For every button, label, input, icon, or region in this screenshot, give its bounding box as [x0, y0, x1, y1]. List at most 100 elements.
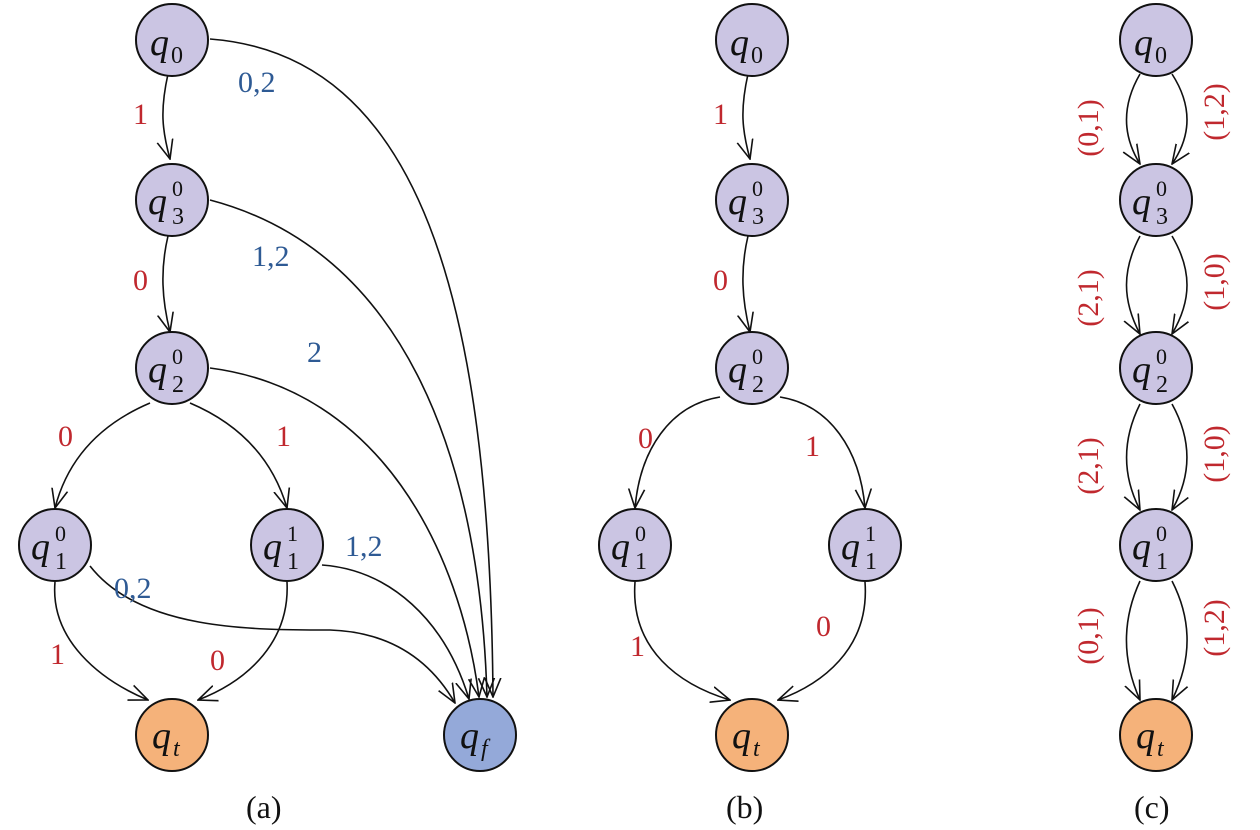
svg-text:0: 0 — [1156, 521, 1167, 546]
svg-text:2: 2 — [172, 372, 184, 398]
label-c-q30-q20-right: (1,0) — [1198, 253, 1231, 310]
node-a-qf: qf — [443, 698, 517, 772]
edge-b-q30-q20 — [743, 235, 750, 332]
label-b-q30-q20: 0 — [713, 264, 728, 297]
label-a-q11-qt: 0 — [210, 644, 225, 677]
svg-text:qf: qf — [460, 715, 491, 762]
svg-text:q: q — [1132, 349, 1151, 391]
svg-text:qt: qt — [152, 715, 181, 762]
svg-text:3: 3 — [752, 204, 764, 230]
panel-b: q0 q 0 3 q 0 2 q 0 1 q 1 1 qt — [598, 3, 902, 825]
node-b-q30: q 0 3 — [715, 163, 789, 237]
caption-a: (a) — [246, 789, 282, 825]
label-a-q11-qf: 1,2 — [345, 530, 383, 563]
edge-a-q20-q10 — [55, 402, 151, 508]
svg-text:q: q — [728, 349, 747, 391]
node-b-q10: q 0 1 — [598, 508, 672, 582]
label-c-q30-q20-left: (2,1) — [1072, 269, 1105, 326]
node-a-q10: q 0 1 — [18, 508, 92, 582]
svg-text:3: 3 — [1156, 204, 1168, 230]
node-c-q0: q0 — [1119, 3, 1193, 77]
svg-text:q: q — [841, 526, 860, 568]
label-c-q10-qt-left: (0,1) — [1072, 607, 1105, 664]
label-a-q10-qt: 1 — [50, 638, 65, 671]
label-b-q10-qt: 1 — [630, 630, 645, 663]
svg-text:1: 1 — [55, 549, 67, 575]
label-b-q20-q11: 1 — [805, 430, 820, 463]
label-c-q0-q30-left: (0,1) — [1072, 99, 1105, 156]
panel-c: q0 q 0 3 q 0 2 q 0 1 qt (0,1) (1,2) (2,1… — [1072, 3, 1231, 825]
edge-a-q11-qt — [198, 581, 288, 700]
svg-text:0: 0 — [1156, 176, 1167, 201]
edge-c-q20-q10-right — [1172, 403, 1187, 510]
edge-c-q20-q10-left — [1127, 403, 1141, 510]
node-b-q11: q 1 1 — [828, 508, 902, 582]
caption-b: (b) — [726, 789, 763, 825]
label-b-q11-qt: 0 — [816, 610, 831, 643]
svg-text:q: q — [1132, 181, 1151, 223]
svg-text:qt: qt — [1136, 715, 1165, 762]
svg-text:qt: qt — [732, 715, 761, 762]
node-c-qt: qt — [1119, 698, 1193, 772]
svg-text:1: 1 — [287, 521, 298, 546]
node-b-q20: q 0 2 — [715, 331, 789, 405]
edge-a-q30-q20 — [163, 235, 170, 332]
edge-c-q30-q20-right — [1172, 235, 1187, 334]
node-a-q20: q 0 2 — [135, 331, 209, 405]
svg-text:0: 0 — [1156, 344, 1167, 369]
label-a-q0-q30: 1 — [133, 98, 148, 131]
label-a-q10-qf: 0,2 — [114, 572, 152, 605]
svg-text:1: 1 — [287, 549, 299, 575]
edge-a-q11-qf — [321, 564, 469, 699]
svg-text:1: 1 — [1156, 549, 1168, 575]
svg-text:0: 0 — [752, 344, 763, 369]
node-b-q0: q0 — [715, 3, 789, 77]
svg-text:0: 0 — [172, 344, 183, 369]
svg-text:q0: q0 — [150, 22, 183, 69]
edge-a-q10-qt — [53, 581, 148, 700]
edge-c-q0-q30-right — [1172, 73, 1187, 164]
svg-text:q0: q0 — [1134, 22, 1167, 69]
label-a-q30-qf: 1,2 — [252, 240, 290, 273]
svg-text:q0: q0 — [730, 22, 763, 69]
node-b-qt: qt — [715, 698, 789, 772]
svg-text:1: 1 — [635, 549, 647, 575]
node-a-q11: q 1 1 — [250, 508, 324, 582]
edge-a-q0-q30 — [163, 73, 170, 159]
node-a-q0: q0 — [135, 3, 209, 77]
node-a-q30: q 0 3 — [135, 163, 209, 237]
label-a-q30-q20: 0 — [133, 264, 148, 297]
label-a-q20-q11: 1 — [276, 420, 291, 453]
edge-a-q0-qf — [209, 38, 493, 697]
edge-a-q30-qf — [209, 199, 487, 697]
svg-text:0: 0 — [752, 176, 763, 201]
svg-text:1: 1 — [865, 521, 876, 546]
label-b-q0-q30: 1 — [713, 98, 728, 131]
edge-b-q20-q11 — [779, 396, 865, 508]
svg-text:2: 2 — [1156, 372, 1168, 398]
svg-text:3: 3 — [172, 204, 184, 230]
edge-b-q0-q30 — [743, 73, 750, 159]
label-c-q10-qt-right: (1,2) — [1198, 599, 1231, 656]
svg-text:q: q — [148, 181, 167, 223]
svg-text:q: q — [728, 181, 747, 223]
edge-c-q0-q30-left — [1127, 73, 1141, 164]
node-a-qt: qt — [135, 698, 209, 772]
edge-c-q10-qt-right — [1172, 580, 1187, 700]
label-b-q20-q10: 0 — [638, 422, 653, 455]
edge-b-q20-q10 — [635, 396, 721, 508]
svg-text:0: 0 — [55, 521, 66, 546]
svg-text:1: 1 — [865, 549, 877, 575]
label-a-q20-q10: 0 — [58, 420, 73, 453]
svg-text:q: q — [611, 526, 630, 568]
node-c-q20: q 0 2 — [1119, 331, 1193, 405]
node-c-q10: q 0 1 — [1119, 508, 1193, 582]
edge-b-q10-qt — [633, 581, 730, 700]
edge-b-q11-qt — [778, 581, 867, 700]
label-a-q0-qf: 0,2 — [238, 66, 276, 99]
svg-text:0: 0 — [635, 521, 646, 546]
edge-c-q30-q20-left — [1127, 235, 1141, 334]
node-c-q30: q 0 3 — [1119, 163, 1193, 237]
label-a-q20-qf: 2 — [307, 336, 322, 369]
